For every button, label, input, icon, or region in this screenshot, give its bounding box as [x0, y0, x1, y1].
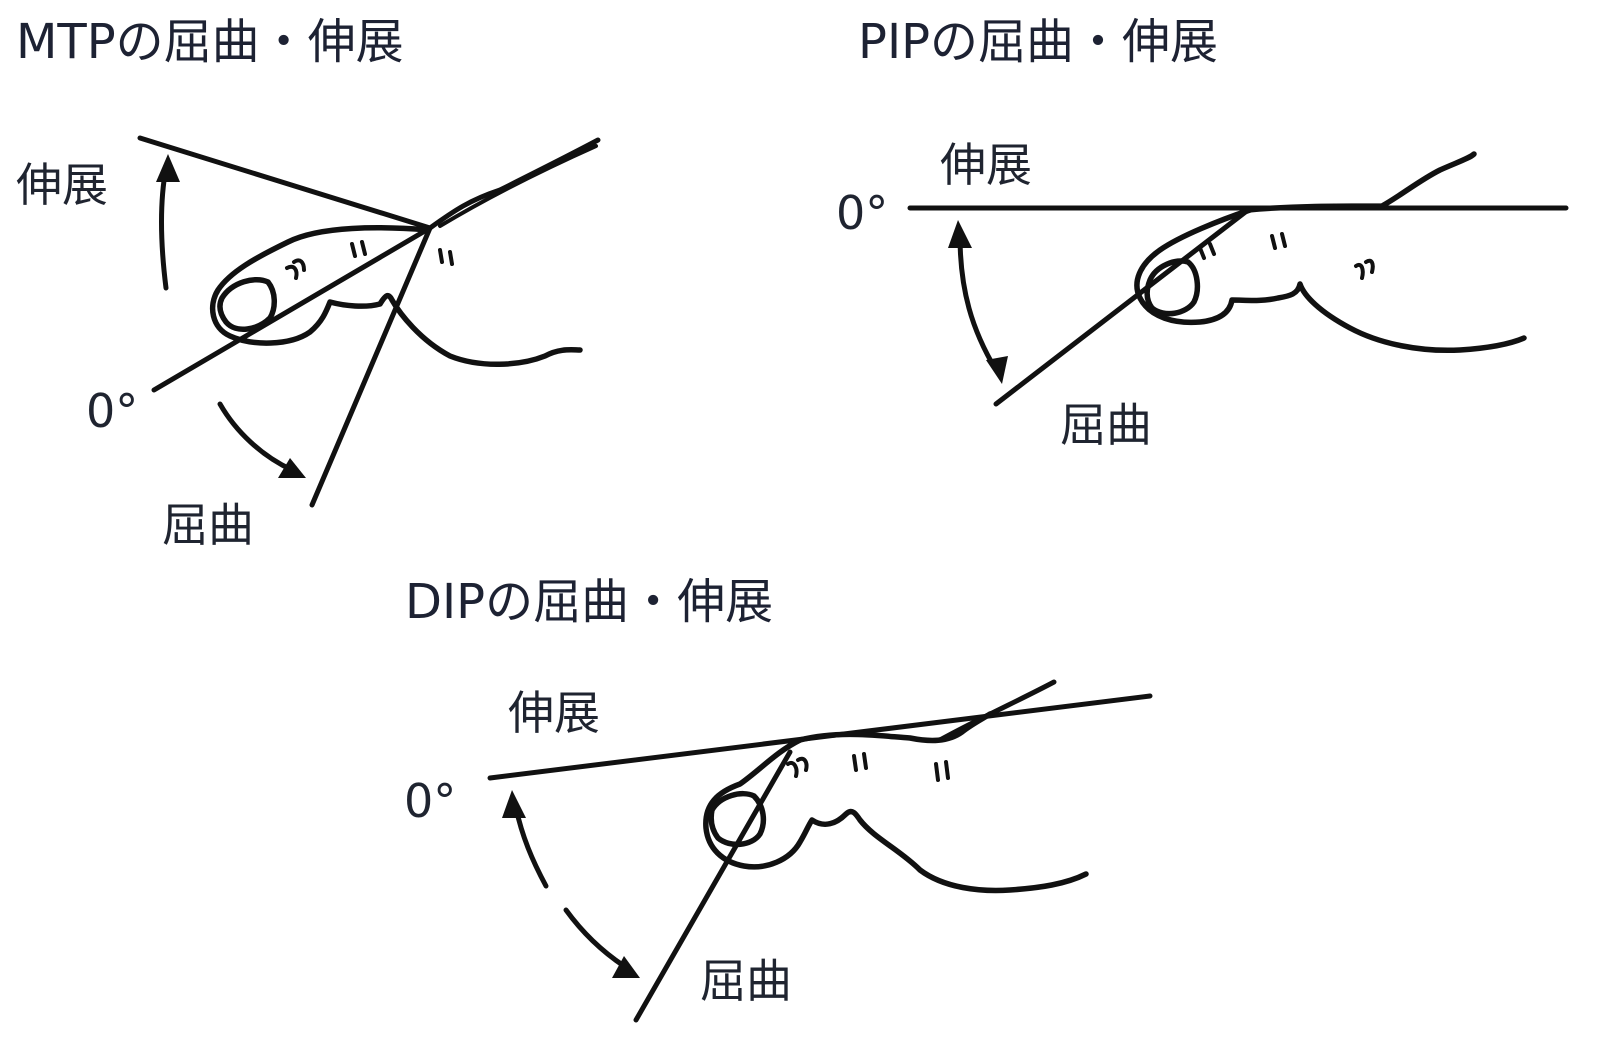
- pip-range-arrowhead-top: [948, 220, 972, 248]
- pip-extension-label: 伸展: [940, 138, 1032, 192]
- dip-flexion-label: 屈曲: [700, 954, 792, 1008]
- pip-crease-3: [1354, 258, 1375, 280]
- mtp-flexion-line: [309, 225, 433, 508]
- mtp-flexion-arrow: [217, 401, 295, 473]
- mtp-extension-arrow: [159, 165, 169, 291]
- mtp-flexion-label: 屈曲: [162, 498, 254, 552]
- dip-crease-3: [934, 760, 950, 782]
- pip-flexion-label: 屈曲: [1060, 398, 1152, 452]
- mtp-dorsum-line-2: [438, 144, 598, 228]
- dip-extension-label: 伸展: [508, 686, 600, 740]
- dip-finger-outline: [703, 737, 1089, 894]
- dip-top-outline: [797, 711, 993, 744]
- pip-title: PIPの屈曲・伸展: [858, 14, 1219, 70]
- pip-crease-1: [1198, 242, 1216, 260]
- pip-panel: [907, 151, 1569, 407]
- mtp-zero-line: [151, 225, 433, 393]
- mtp-zero-label: 0°: [86, 384, 139, 438]
- dip-title: DIPの屈曲・伸展: [405, 574, 774, 630]
- mtp-extension-label: 伸展: [16, 158, 108, 212]
- pip-flexion-line: [993, 207, 1251, 407]
- pip-nail-outline: [1144, 258, 1201, 317]
- dip-flexion-line: [633, 749, 793, 1023]
- dip-range-arrowhead-top: [502, 790, 526, 818]
- dip-zero-label: 0°: [404, 774, 457, 828]
- pip-top-outline: [1245, 151, 1477, 213]
- pip-range-arrow: [957, 233, 999, 373]
- mtp-crease-3: [438, 248, 454, 266]
- dip-range-arrow-lower: [563, 907, 627, 969]
- pip-finger-outline: [1134, 207, 1527, 354]
- mtp-crease-2: [350, 240, 367, 258]
- dip-crease-1: [786, 756, 809, 778]
- mtp-extension-line: [137, 135, 433, 231]
- mtp-finger-outline: [209, 225, 583, 367]
- dip-panel: [487, 679, 1153, 1023]
- dip-range-arrow-upper: [513, 805, 549, 889]
- mtp-extension-arrowhead: [156, 154, 180, 182]
- mtp-panel: [137, 135, 601, 508]
- mtp-dorsum-line: [427, 137, 601, 231]
- pip-crease-2: [1270, 232, 1287, 250]
- pip-zero-label: 0°: [836, 186, 889, 240]
- dip-dorsum-line: [937, 679, 1057, 743]
- mtp-flexion-arrowhead: [278, 458, 306, 478]
- dip-crease-2: [852, 752, 868, 772]
- mtp-crease-1: [285, 258, 306, 280]
- pip-range-arrowhead-bottom: [986, 356, 1008, 384]
- mtp-title: MTPの屈曲・伸展: [16, 14, 404, 70]
- dip-nail-outline: [708, 790, 767, 848]
- mtp-nail-outline: [217, 276, 277, 332]
- dip-range-arrowhead-bottom: [612, 956, 640, 978]
